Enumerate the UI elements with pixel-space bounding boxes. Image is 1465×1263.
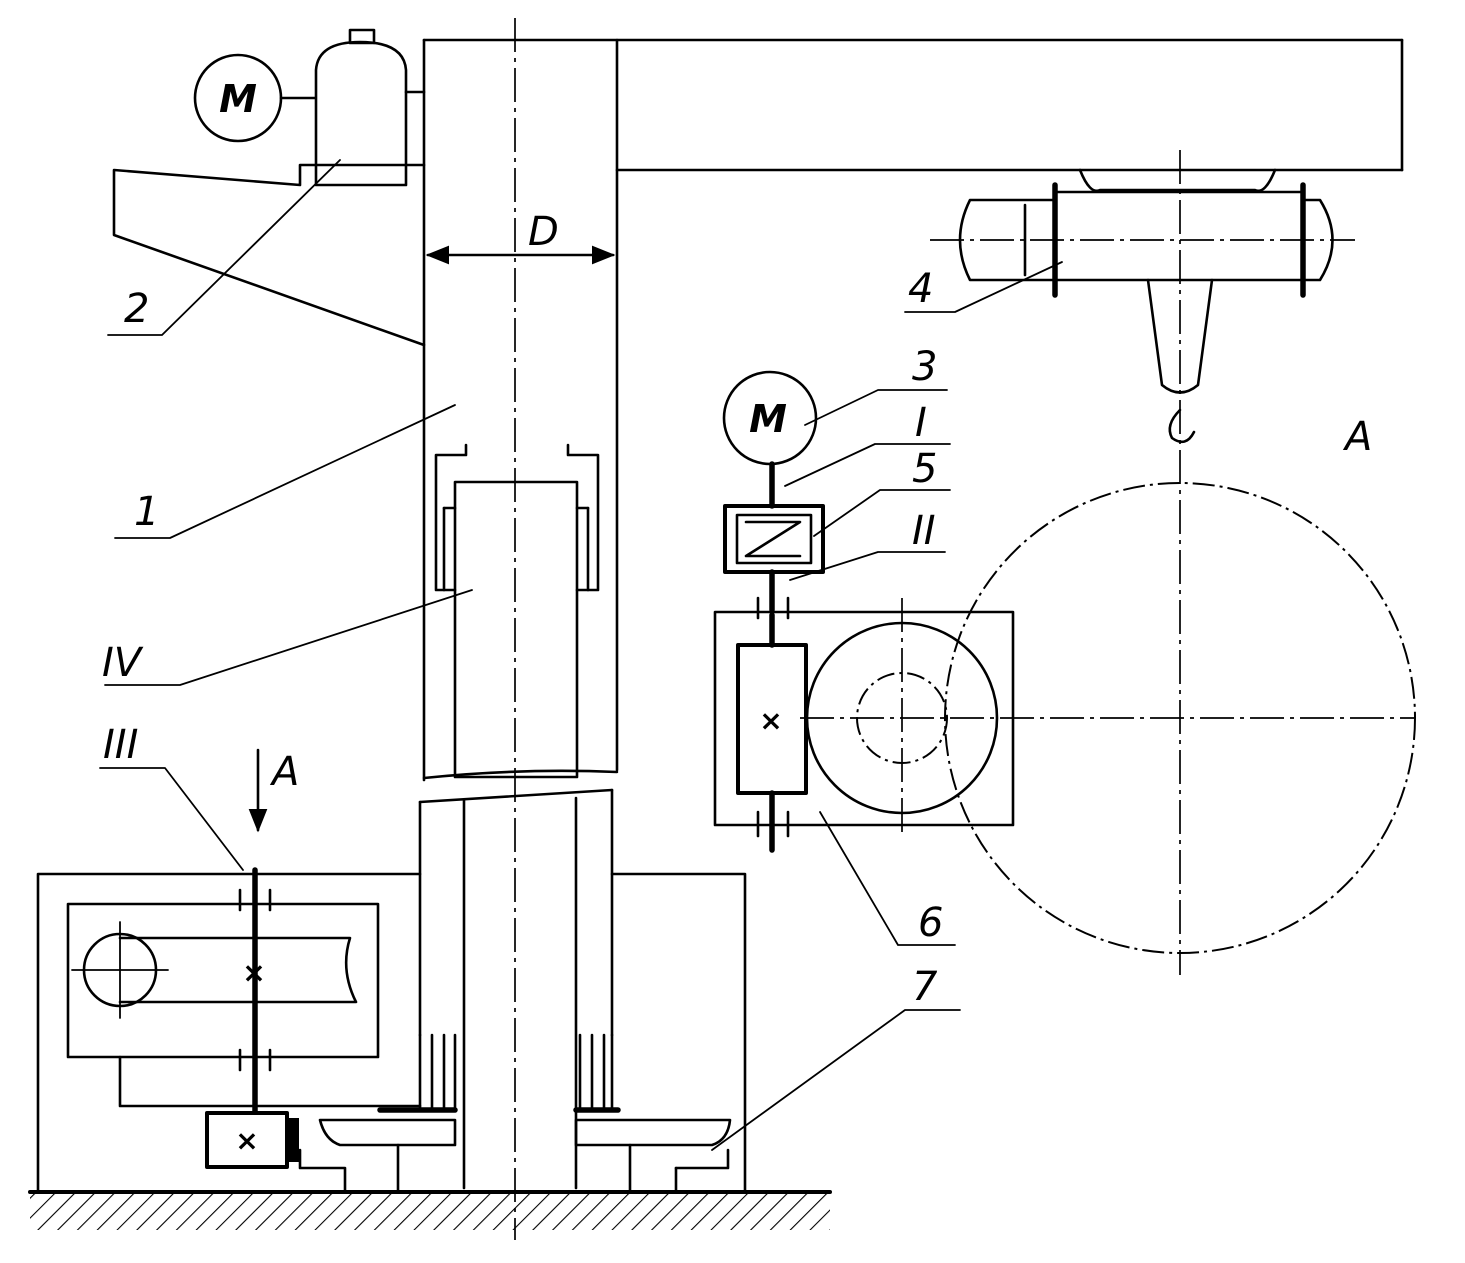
ground bbox=[28, 1190, 832, 1230]
shaft-cross-mark: × bbox=[242, 956, 265, 989]
label-iv: IV bbox=[102, 640, 144, 686]
brake-coupling bbox=[723, 504, 825, 613]
slewing-drive bbox=[71, 867, 358, 1169]
dimension-d-label: D bbox=[528, 209, 559, 255]
pinion-cross-mark: × bbox=[235, 1124, 258, 1157]
slewing-ring bbox=[298, 1118, 732, 1192]
label-iii: III bbox=[103, 722, 138, 768]
label-3: 3 bbox=[912, 344, 937, 390]
counterweight-platform bbox=[112, 163, 426, 347]
slewing-base-housing bbox=[36, 872, 747, 1194]
gearbox bbox=[713, 596, 1015, 853]
column bbox=[418, 38, 619, 1037]
label-4: 4 bbox=[908, 266, 933, 312]
trolley bbox=[958, 168, 1334, 444]
label-6: 6 bbox=[918, 900, 943, 946]
label-7: 7 bbox=[912, 964, 938, 1010]
leader-lines bbox=[99, 159, 1063, 1151]
label-i: I bbox=[915, 400, 927, 446]
jib-arm bbox=[422, 38, 1404, 172]
view-a-arrow-label: A bbox=[269, 749, 299, 795]
label-1: 1 bbox=[134, 489, 159, 535]
lower-column bbox=[462, 796, 578, 1190]
travel-motor-label: M bbox=[749, 397, 787, 441]
upper-bearing-housing bbox=[434, 443, 600, 779]
top-motor bbox=[193, 53, 317, 143]
gearbox-cross-mark: × bbox=[759, 704, 782, 737]
view-a-label: A bbox=[1342, 414, 1372, 460]
label-2: 2 bbox=[124, 286, 149, 332]
travel-motor bbox=[722, 370, 818, 509]
label-5: 5 bbox=[912, 446, 937, 492]
label-ii: II bbox=[912, 508, 936, 554]
winch-drum bbox=[314, 28, 426, 187]
top-motor-label: M bbox=[219, 77, 257, 121]
